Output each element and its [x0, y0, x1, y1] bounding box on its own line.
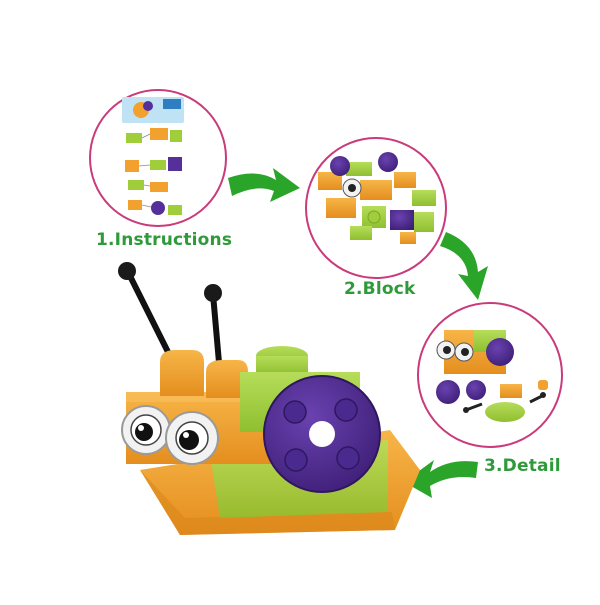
step-1-instructions-image	[89, 89, 227, 227]
step-2-block-image	[305, 137, 447, 279]
curved-left-arrow-icon	[404, 460, 478, 498]
snail-eye-right	[165, 411, 219, 465]
curved-right-arrow-icon	[228, 168, 300, 202]
finished-snail-toy	[118, 262, 420, 535]
curved-down-arrow-icon	[440, 232, 488, 300]
step-3-label: 3.Detail	[484, 456, 561, 476]
snail-eye-left	[121, 405, 171, 455]
step-3-detail-image	[417, 302, 563, 448]
step-2-label: 2.Block	[344, 279, 416, 299]
step-1-label: 1.Instructions	[96, 230, 233, 250]
